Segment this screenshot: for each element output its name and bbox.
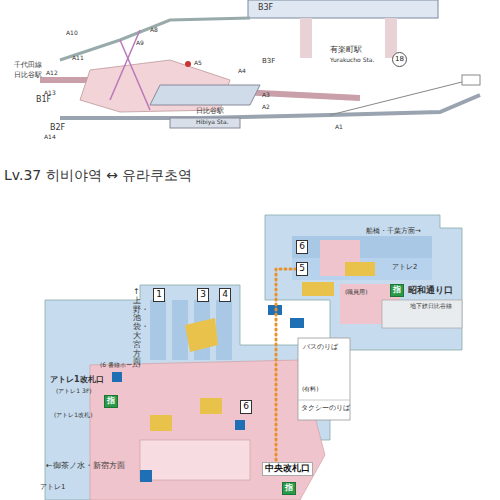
map-shape xyxy=(140,440,250,480)
map-shape xyxy=(200,398,222,414)
map-label: 船橋・千葉方面→ xyxy=(366,228,421,236)
map-label: アトレ1改札口 xyxy=(50,376,104,385)
map-label: A11 xyxy=(72,55,84,62)
node-text: 4 xyxy=(222,290,228,300)
map-shape xyxy=(248,0,438,18)
map-label: (アトレ1改札) xyxy=(54,412,93,419)
map-shape xyxy=(292,236,432,258)
map-shape xyxy=(290,318,304,328)
map-shape xyxy=(90,360,325,500)
map-shape xyxy=(150,415,172,431)
map-shape xyxy=(172,300,188,360)
node-text: 18 xyxy=(395,56,404,64)
map-label: 昭和通り口 xyxy=(408,286,453,296)
map-label: B3F xyxy=(262,58,275,66)
map-shape xyxy=(150,85,260,105)
node-text: 指 xyxy=(285,484,293,493)
map-label: バスのりば xyxy=(303,344,338,352)
map-label: A8 xyxy=(150,27,158,34)
platform-number: 3 xyxy=(197,288,209,302)
map-label: A2 xyxy=(262,104,270,111)
map-label: Yurakucho Sta. xyxy=(330,57,374,64)
node-text: 6 xyxy=(243,402,249,412)
map-label: ←御茶ノ水・新宿方面 xyxy=(46,462,125,471)
map-label: B2F xyxy=(50,124,65,133)
map-label: (6 番線ホーム) xyxy=(100,362,140,369)
node-text: 1 xyxy=(156,290,162,300)
map-shape xyxy=(112,372,122,382)
map-shape xyxy=(150,300,166,360)
map-shape xyxy=(45,285,330,500)
map-label: A1 xyxy=(335,124,343,131)
guide-sign: 指 xyxy=(390,284,404,297)
map-shape xyxy=(120,40,150,110)
map-shape xyxy=(300,18,312,58)
map-label: A12 xyxy=(46,70,58,77)
map-shape xyxy=(298,338,350,420)
map-label: (有料) xyxy=(302,386,319,393)
map-shape xyxy=(60,18,250,60)
platform-number: 6 xyxy=(240,400,252,414)
map-title: Lv.37 히비야역 ↔ 유라쿠초역 xyxy=(4,168,192,183)
map-label: Hibiya Sta. xyxy=(196,119,229,126)
map-label: (アトレ1 3F) xyxy=(56,388,92,395)
map-shape xyxy=(235,420,245,430)
map-label: A5 xyxy=(194,60,202,67)
map-shape xyxy=(345,262,375,276)
node-text: 3 xyxy=(200,290,206,300)
map-label: A13 xyxy=(44,90,56,97)
line-number: 18 xyxy=(392,52,407,67)
map-label: A4 xyxy=(238,68,246,75)
platform-number: 1 xyxy=(153,288,165,302)
guide-sign: 指 xyxy=(282,482,296,495)
map-shape xyxy=(170,118,240,128)
map-shape xyxy=(298,400,350,401)
node-text: 5 xyxy=(299,264,305,274)
map-shape xyxy=(185,318,218,352)
platform-number: 4 xyxy=(219,288,231,302)
map-label: A9 xyxy=(136,40,144,47)
map-shape xyxy=(140,470,152,482)
map-label: タクシーのりば xyxy=(301,405,350,413)
node-text: 6 xyxy=(299,242,305,252)
map-label: 有楽町駅 xyxy=(330,46,362,55)
map-label: 日比谷駅 xyxy=(14,72,42,80)
map-shape xyxy=(216,300,232,360)
map-label: B1F xyxy=(36,96,51,105)
map-shape xyxy=(110,30,140,100)
map-shape xyxy=(462,75,480,85)
map-label: A3 xyxy=(262,92,270,99)
map-label: ↑上野・池袋・大宮方面 xyxy=(133,288,141,367)
map-label: B3F xyxy=(258,4,273,13)
platform-number: 5 xyxy=(296,262,308,276)
map-shape xyxy=(185,61,191,67)
map-label: A10 xyxy=(66,30,78,37)
map-shape xyxy=(382,300,462,328)
map-label: 地下鉄日比谷線 xyxy=(410,303,452,310)
map-label: アトレ1 xyxy=(40,484,65,492)
node-text: 指 xyxy=(393,286,401,295)
map-label: A14 xyxy=(44,134,56,141)
map-shape xyxy=(292,258,432,280)
map-shape xyxy=(302,282,334,296)
map-shape xyxy=(330,80,470,115)
gate-box: 中央改札口 xyxy=(262,462,313,476)
map-label: アトレ2 xyxy=(392,264,417,272)
node-text: 指 xyxy=(107,397,115,406)
walking-route xyxy=(276,269,296,462)
platform-number: 6 xyxy=(296,240,308,254)
guide-sign: 指 xyxy=(104,395,118,408)
map-shape xyxy=(265,215,462,350)
map-label: 日比谷駅 xyxy=(196,108,224,116)
map-label: (職員用) xyxy=(345,289,368,296)
map-label: 千代田線 xyxy=(14,62,42,70)
node-text: 中央改札口 xyxy=(265,464,310,474)
